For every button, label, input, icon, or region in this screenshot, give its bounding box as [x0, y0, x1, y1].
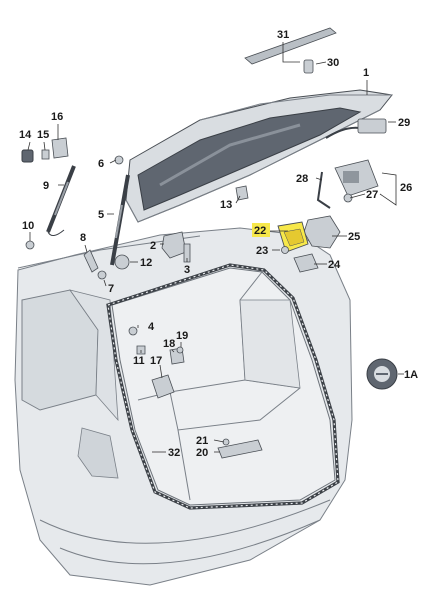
label-2: 2 [150, 240, 156, 252]
label-25: 25 [348, 231, 360, 243]
label-3: 3 [184, 264, 190, 276]
label-6: 6 [98, 158, 104, 170]
bolt-3 [183, 243, 191, 263]
actuator-26 [334, 159, 379, 197]
trunk-seal [106, 263, 340, 510]
label-27: 27 [366, 189, 378, 201]
label-18: 18 [163, 338, 175, 350]
label-5: 5 [98, 209, 104, 221]
grommet-12 [114, 254, 130, 270]
label-4: 4 [148, 321, 155, 333]
trunk-opening [106, 263, 340, 510]
leader-lines [27, 42, 404, 453]
label-30: 30 [327, 57, 339, 69]
label-23: 23 [256, 245, 268, 257]
label-10: 10 [22, 220, 34, 232]
label-7: 7 [108, 283, 114, 295]
bump-13 [235, 185, 249, 201]
part-labels: 31 30 1 29 26 27 28 25 24 22 23 13 2 3 1… [19, 29, 418, 459]
label-24: 24 [328, 259, 341, 271]
label-1a: 1A [404, 369, 418, 381]
label-15: 15 [37, 129, 49, 141]
label-8: 8 [80, 232, 86, 244]
label-12: 12 [140, 257, 152, 269]
ball-6 [114, 155, 124, 165]
label-9: 9 [43, 180, 49, 192]
rod-28 [316, 171, 331, 209]
label-26: 26 [400, 182, 412, 194]
label-21: 21 [196, 435, 208, 447]
screw-23 [281, 246, 289, 254]
label-28: 28 [296, 173, 308, 185]
label-22: 22 [254, 225, 266, 237]
label-20: 20 [196, 447, 208, 459]
plate-20 [217, 439, 263, 459]
lock-22 [277, 221, 309, 253]
label-11: 11 [133, 355, 145, 367]
stud-8 [83, 249, 99, 273]
label-14: 14 [19, 129, 32, 141]
clip-4 [128, 326, 138, 336]
tailgate [125, 89, 393, 223]
label-31: 31 [277, 29, 289, 41]
trim-strip [244, 27, 337, 65]
clip-15 [41, 149, 50, 160]
label-32: 32 [168, 447, 180, 459]
label-1: 1 [363, 67, 369, 79]
pad-19 [176, 346, 184, 354]
cable-29 [325, 118, 387, 139]
cap-14 [21, 149, 34, 163]
label-19: 19 [176, 330, 188, 342]
label-16: 16 [51, 111, 63, 123]
clip-30 [303, 59, 314, 74]
nut-10 [25, 240, 35, 250]
label-13: 13 [220, 199, 232, 211]
emblem-1a [366, 358, 398, 390]
hinge-2 [161, 231, 187, 259]
bracket-17 [151, 374, 175, 399]
striker-24 [293, 253, 319, 273]
label-29: 29 [398, 117, 410, 129]
label-17: 17 [150, 355, 162, 367]
bracket-16 [51, 137, 69, 159]
label-22-highlight [252, 223, 270, 237]
bolt-27 [343, 193, 353, 203]
stud-7 [97, 270, 107, 280]
